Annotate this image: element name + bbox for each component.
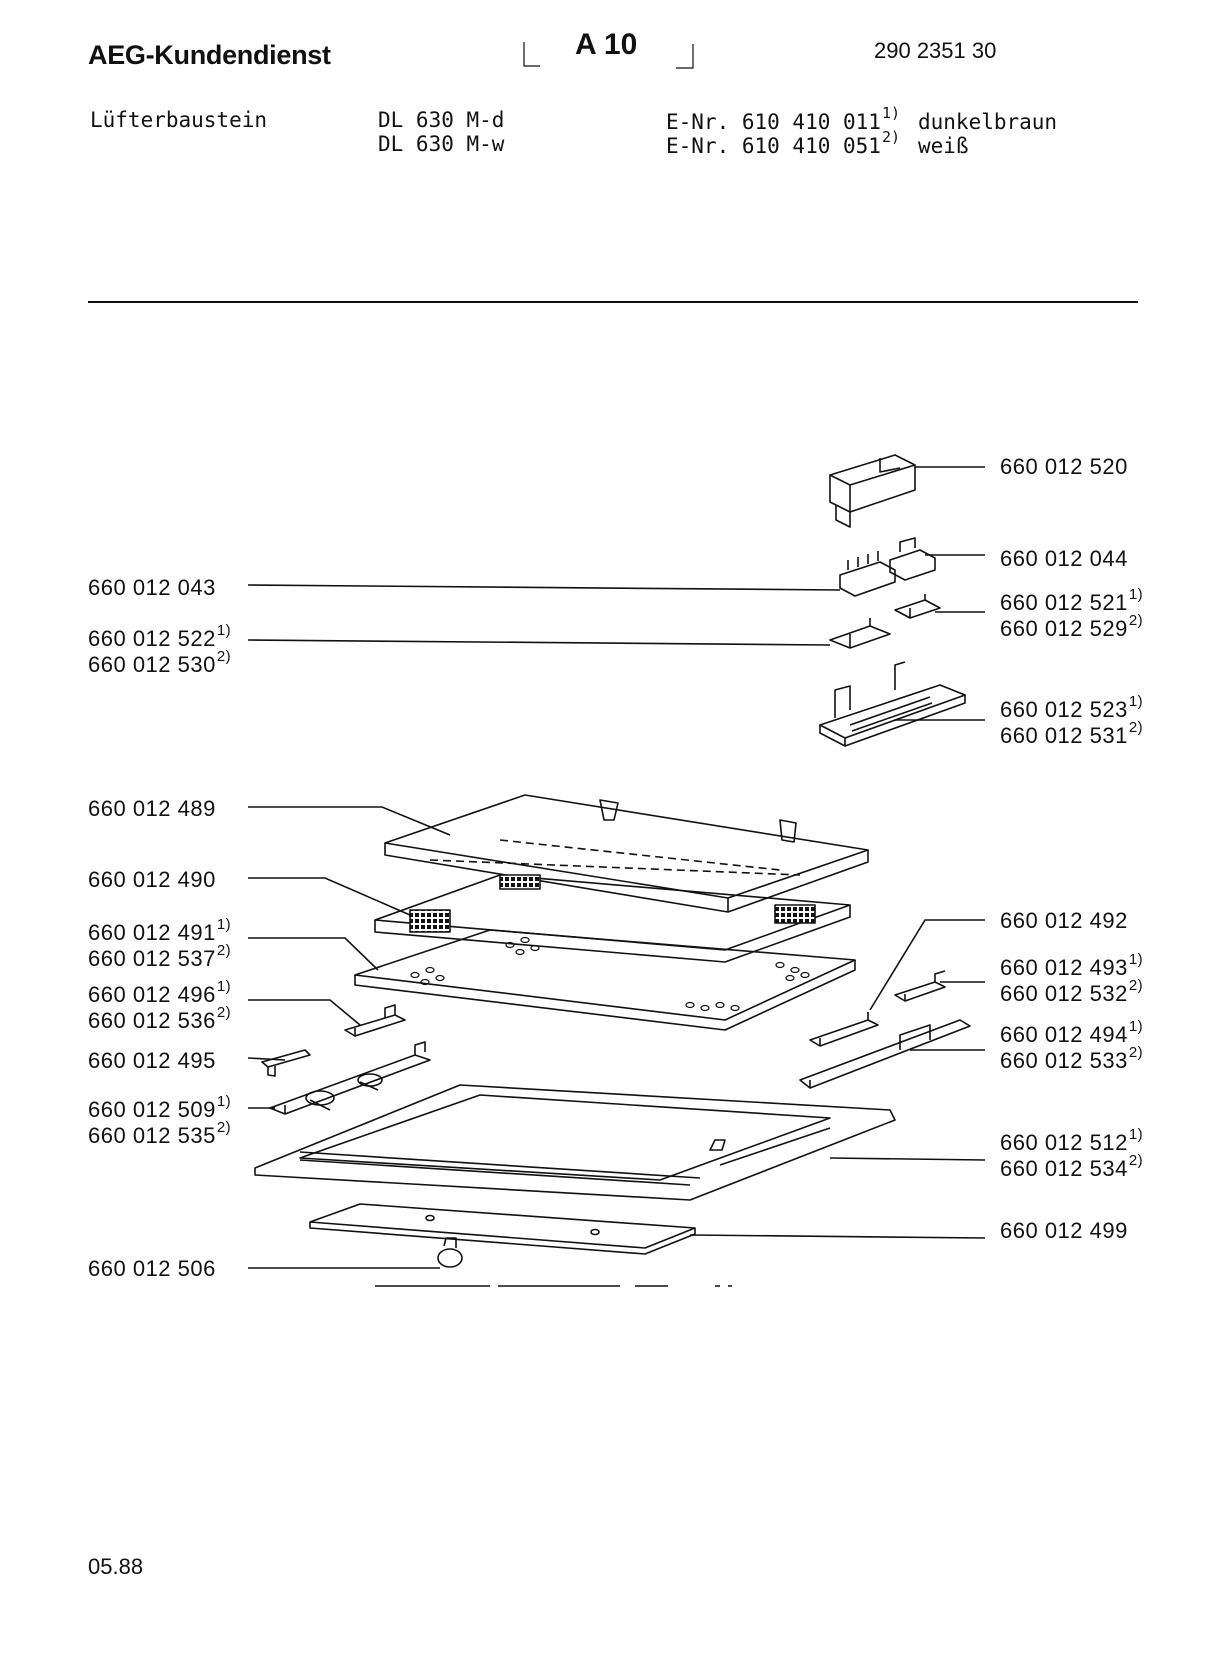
enr-1-note: 1) — [881, 104, 900, 122]
enr-1-text: E-Nr. 610 410 011 — [666, 110, 881, 134]
part-number: 660 012 492 — [1000, 908, 1128, 933]
part-label-right: 660 012 4941) 660 012 5332) — [1000, 1018, 1144, 1074]
part-number: 660 012 536 — [88, 1008, 216, 1033]
part-label-right: 660 012 5211) 660 012 5292) — [1000, 586, 1144, 642]
part-note: 2) — [216, 648, 232, 665]
footer-date: 05.88 — [88, 1554, 144, 1579]
part-note: 1) — [216, 916, 232, 933]
part-label-left: 660 012 5091) 660 012 5352) — [88, 1093, 232, 1149]
part-label-left: 660 012 4961) 660 012 5362) — [88, 978, 232, 1034]
part-number: 660 012 531 — [1000, 723, 1128, 748]
part-number: 660 012 533 — [1000, 1048, 1128, 1073]
part-number: 660 012 491 — [88, 920, 216, 945]
part-label-right: 660 012 499 — [1000, 1218, 1128, 1244]
document-number: 290 2351 30 — [874, 38, 997, 63]
part-note: 1) — [216, 622, 232, 639]
part-number: 660 012 520 — [1000, 454, 1128, 479]
part-note: 2) — [216, 942, 232, 959]
part-bracket-right — [799, 970, 971, 1089]
part-clip-pair — [829, 594, 941, 649]
part-number: 660 012 499 — [1000, 1218, 1128, 1243]
part-number: 660 012 521 — [1000, 590, 1128, 615]
enr-1: E-Nr. 610 410 0111) — [666, 104, 900, 134]
part-number: 660 012 530 — [88, 652, 216, 677]
part-note: 1) — [1128, 586, 1144, 603]
part-note: 2) — [1128, 612, 1144, 629]
part-top-cover — [384, 794, 869, 913]
part-label-right: 660 012 044 — [1000, 546, 1128, 572]
model-1: DL 630 M-d — [378, 108, 505, 132]
part-label-left: 660 012 495 — [88, 1048, 216, 1074]
part-note: 2) — [1128, 977, 1144, 994]
part-note: 1) — [1128, 1018, 1144, 1035]
part-bracket-left — [261, 1004, 406, 1077]
part-label-left: 660 012 4911) 660 012 5372) — [88, 916, 232, 972]
part-label-right: 660 012 5121) 660 012 5342) — [1000, 1126, 1144, 1182]
part-note: 2) — [216, 1004, 232, 1021]
part-main-frame — [254, 1084, 896, 1201]
enr-2-text: E-Nr. 610 410 051 — [666, 134, 881, 158]
part-mounting-plate — [819, 661, 966, 747]
part-note: 1) — [1128, 693, 1144, 710]
header-rule — [88, 301, 1138, 303]
model-2: DL 630 M-w — [378, 132, 505, 156]
part-number: 660 012 522 — [88, 626, 216, 651]
part-label-left: 660 012 043 — [88, 575, 216, 601]
product-name: Lüfterbaustein — [90, 108, 268, 132]
part-number: 660 012 512 — [1000, 1130, 1128, 1155]
part-label-left: 660 012 506 — [88, 1256, 216, 1282]
part-lower-strip — [309, 1203, 696, 1255]
part-knob — [437, 1237, 463, 1268]
part-number: 660 012 506 — [88, 1256, 216, 1281]
brand-title: AEG-Kundendienst — [88, 40, 331, 70]
part-label-left: 660 012 489 — [88, 796, 216, 822]
part-number: 660 012 495 — [88, 1048, 216, 1073]
enr-2: E-Nr. 610 410 0512) — [666, 128, 900, 158]
sheet-id: A 10 — [575, 28, 638, 61]
part-label-left: 660 012 5221) 660 012 5302) — [88, 622, 232, 678]
part-number: 660 012 537 — [88, 946, 216, 971]
part-housing-box — [829, 454, 916, 528]
part-number: 660 012 490 — [88, 867, 216, 892]
part-number: 660 012 509 — [88, 1097, 216, 1122]
part-note: 2) — [1128, 719, 1144, 736]
part-number: 660 012 043 — [88, 575, 216, 600]
part-note: 1) — [216, 1093, 232, 1110]
part-grille-frame — [374, 874, 851, 963]
part-number: 660 012 529 — [1000, 616, 1128, 641]
part-label-right: 660 012 492 — [1000, 908, 1128, 934]
part-number: 660 012 532 — [1000, 981, 1128, 1006]
part-number: 660 012 489 — [88, 796, 216, 821]
part-perforated-plate — [354, 929, 856, 1031]
part-label-right: 660 012 5231) 660 012 5312) — [1000, 693, 1144, 749]
part-number: 660 012 523 — [1000, 697, 1128, 722]
sheet-corner-marks — [523, 42, 694, 69]
part-number: 660 012 535 — [88, 1123, 216, 1148]
part-number: 660 012 493 — [1000, 955, 1128, 980]
part-connector-block — [839, 537, 936, 597]
part-number: 660 012 496 — [88, 982, 216, 1007]
part-note: 2) — [1128, 1044, 1144, 1061]
part-note: 2) — [1128, 1152, 1144, 1169]
color-2: weiß — [918, 134, 969, 158]
part-label-right: 660 012 520 — [1000, 454, 1128, 480]
part-label-left: 660 012 490 — [88, 867, 216, 893]
part-number: 660 012 494 — [1000, 1022, 1128, 1047]
part-note: 1) — [1128, 1126, 1144, 1143]
leader-lines — [247, 466, 986, 1269]
part-number: 660 012 044 — [1000, 546, 1128, 571]
enr-2-note: 2) — [881, 128, 900, 146]
part-label-right: 660 012 4931) 660 012 5322) — [1000, 951, 1144, 1007]
part-note: 2) — [216, 1119, 232, 1136]
part-motor-rail — [269, 1041, 431, 1115]
part-note: 1) — [216, 978, 232, 995]
part-number: 660 012 534 — [1000, 1156, 1128, 1181]
part-note: 1) — [1128, 951, 1144, 968]
color-1: dunkelbraun — [918, 110, 1058, 134]
